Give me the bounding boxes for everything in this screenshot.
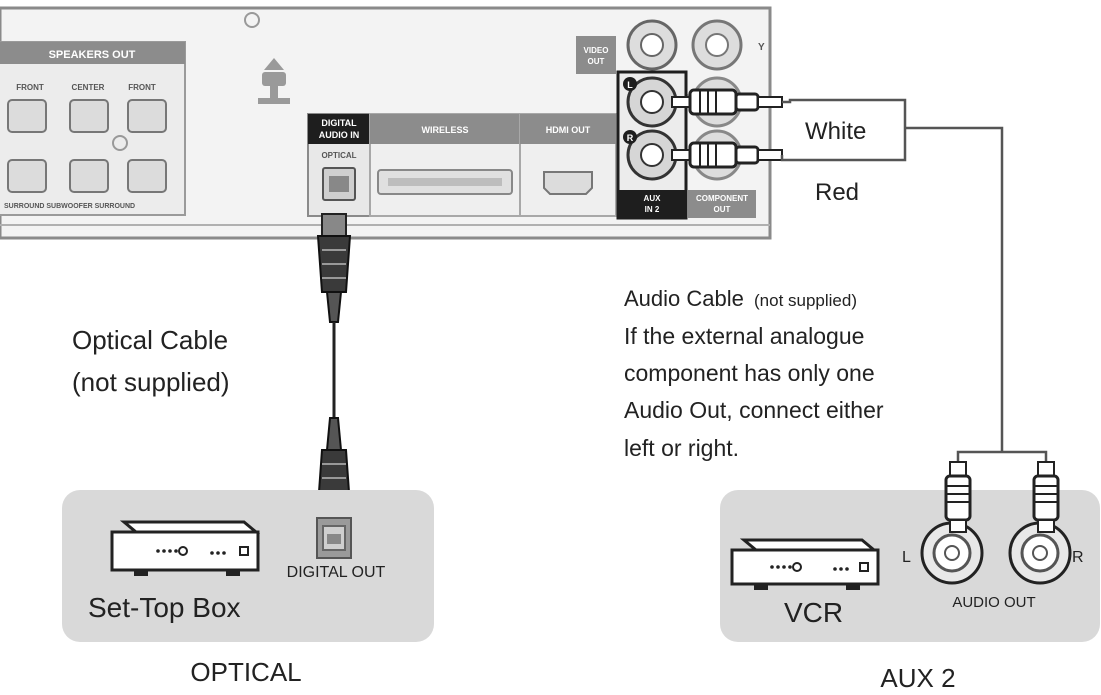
speaker-terminal: [69, 159, 109, 193]
digital-audio-in-block: DIGITAL AUDIO IN OPTICAL: [307, 113, 371, 217]
audio-cable-line-2: component has only one: [624, 360, 875, 386]
optical-cable-note: (not supplied): [72, 367, 230, 397]
hdmi-port: [543, 171, 593, 195]
rca-plug-white: [671, 88, 783, 116]
wireless-block: WIRELESS: [369, 113, 521, 217]
settop-box-name: Set-Top Box: [88, 592, 241, 623]
cooling-fan-icon: [258, 58, 290, 104]
aux-in-2-block: L R AUX IN 2: [616, 70, 688, 220]
audio-cable-line-4: left or right.: [624, 435, 739, 461]
speaker-terminal: [127, 159, 167, 193]
video-out-label-2: OUT: [588, 57, 605, 66]
optical-caption: OPTICAL: [190, 657, 301, 687]
vcr-panel: L R AUDIO OUT VCR: [720, 461, 1100, 642]
speakers-out-label: SPEAKERS OUT: [49, 49, 136, 61]
audio-cable-title: Audio Cable: [624, 286, 744, 311]
aux-jack-l-label: L: [627, 80, 633, 90]
center-label: CENTER: [72, 83, 105, 92]
aux-2-caption: AUX 2: [880, 663, 955, 693]
back-panel: SPEAKERS OUT FRONT CENTER FRONT SURROUND…: [0, 6, 772, 240]
white-wire-label: White: [805, 118, 866, 145]
audio-cable-wire: [780, 98, 1048, 462]
audio-cable-line-3: Audio Out, connect either: [624, 397, 884, 423]
component-out-label-1: COMPONENT: [696, 194, 748, 203]
audio-cable-line-1: If the external analogue: [624, 323, 864, 349]
optical-cable: [316, 213, 352, 519]
audio-out-label: AUDIO OUT: [952, 594, 1035, 611]
vcr-left-label: L: [902, 549, 911, 566]
screw-icon: [112, 135, 128, 151]
speaker-terminal: [69, 99, 109, 133]
settop-box-panel: DIGITAL OUT Set-Top Box: [62, 490, 434, 642]
hdmi-out-label: HDMI OUT: [546, 125, 591, 135]
speakers-out-block: SPEAKERS OUT FRONT CENTER FRONT SURROUND…: [0, 41, 186, 216]
vcr-right-jack: [1008, 521, 1072, 585]
component-out-label-2: OUT: [714, 205, 731, 214]
wireless-label: WIRELESS: [421, 125, 468, 135]
digital-out-label: DIGITAL OUT: [287, 564, 386, 581]
aux-in-2-label-1: AUX: [644, 194, 662, 203]
aux-jack-r-label: R: [627, 133, 634, 143]
screw-icon: [244, 12, 260, 28]
video-out-block: VIDEO OUT Y: [576, 19, 765, 74]
front-left-label: FRONT: [16, 83, 44, 92]
digital-out-port-icon: [316, 517, 352, 559]
audio-cable-heading: Audio Cable (not supplied): [624, 286, 857, 311]
audio-cable-note: (not supplied): [754, 291, 857, 310]
aux-in-2-label-2: IN 2: [645, 205, 660, 214]
vcr-right-plug: [1032, 461, 1060, 533]
rca-plug-red: [671, 141, 783, 169]
surround-row-label: SURROUND SUBWOOFER SURROUND: [4, 203, 135, 210]
optical-cable-title: Optical Cable: [72, 325, 228, 355]
front-right-label: FRONT: [128, 83, 156, 92]
optical-label: OPTICAL: [321, 151, 356, 160]
jack-y-label: Y: [758, 42, 765, 53]
digital-audio-in-label-2: AUDIO IN: [319, 130, 360, 140]
vcr-icon: [730, 538, 880, 590]
speaker-terminal: [7, 99, 47, 133]
red-wire-label: Red: [815, 179, 859, 206]
digital-audio-in-label-1: DIGITAL: [321, 118, 357, 128]
speaker-terminal: [127, 99, 167, 133]
video-out-label-1: VIDEO: [584, 46, 609, 55]
settop-box-icon: [110, 520, 261, 576]
vcr-left-plug: [944, 461, 972, 533]
speaker-terminal: [7, 159, 47, 193]
hdmi-out-block: HDMI OUT: [519, 113, 617, 217]
vcr-name: VCR: [784, 597, 843, 628]
vcr-right-label: R: [1072, 549, 1084, 566]
